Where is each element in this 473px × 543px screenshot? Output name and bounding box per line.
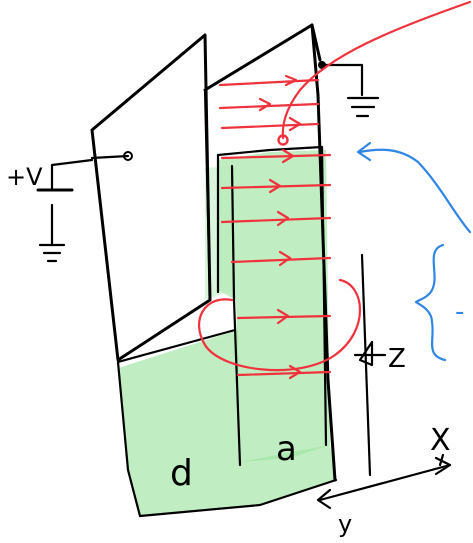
source-wire-top: [50, 158, 94, 167]
axis-label-y: y: [338, 510, 352, 538]
probe-tip: [277, 134, 289, 146]
annotation-brace: [414, 243, 447, 362]
field-arrow-2: [258, 97, 272, 112]
field-line-2: [218, 102, 320, 110]
y-axis-arrowhead-left: [316, 488, 332, 510]
field-arrow-3: [288, 116, 302, 132]
axis-label-z: Z: [388, 344, 406, 374]
field-line-1: [218, 78, 320, 87]
field-arrow-1: [284, 74, 298, 87]
right-wiring: [318, 61, 380, 118]
right-ground-wire: [320, 63, 364, 97]
axis-label-x: X: [430, 423, 451, 458]
field-arrow-5: [268, 178, 282, 194]
field-line-3: [220, 122, 320, 130]
left-plate: [90, 33, 212, 362]
field-arrow-8: [276, 308, 290, 325]
dielectric-left-strip: [205, 166, 234, 300]
annotation-arrowhead: [356, 141, 372, 162]
left-terminal-node: [123, 151, 133, 161]
probe-wire: [281, 0, 472, 140]
slab-label-a: a: [276, 429, 297, 469]
axis-markers: [316, 340, 452, 510]
field-line-8: [236, 314, 332, 320]
y-axis-line: [318, 463, 452, 502]
x-axis-line: [438, 453, 445, 467]
field-arrow-4: [281, 148, 295, 164]
field-line-9: [236, 370, 332, 377]
right-plate-inner-left: [203, 88, 212, 302]
fringe-loop-1: [198, 278, 361, 372]
z-axis-marker: [358, 340, 374, 367]
dielectric-upper-slab: [218, 150, 330, 462]
field-line-4: [220, 153, 332, 160]
lower-top-edge: [116, 328, 237, 364]
plates: [90, 23, 372, 518]
right-plate-outer: [316, 93, 337, 482]
voltage-label: +V: [6, 163, 43, 191]
field-arrow-6: [276, 210, 290, 227]
dielectric-region: [118, 150, 336, 515]
slab-top-edge: [216, 145, 328, 447]
annotation: [356, 141, 472, 362]
right-plate-back-line: [360, 253, 372, 477]
field-arrow-9: [288, 364, 302, 380]
left-wiring: [36, 151, 133, 263]
field-line-5: [220, 183, 332, 190]
annotation-arrow-curve: [358, 148, 472, 234]
field-line-6: [220, 216, 332, 224]
lower-bottom-edge: [138, 478, 338, 518]
slab-label-d: d: [170, 453, 193, 494]
field-arrow-7: [278, 250, 292, 267]
annotation-fragment: -: [455, 297, 464, 327]
field-line-7: [230, 256, 332, 264]
right-plate-edge: [310, 23, 320, 97]
slab-divider: [230, 164, 242, 467]
dielectric-lower-slab: [118, 330, 336, 515]
field-lines: [198, 0, 472, 380]
lower-left-edge: [116, 360, 142, 518]
left-terminal-wire: [90, 154, 130, 160]
